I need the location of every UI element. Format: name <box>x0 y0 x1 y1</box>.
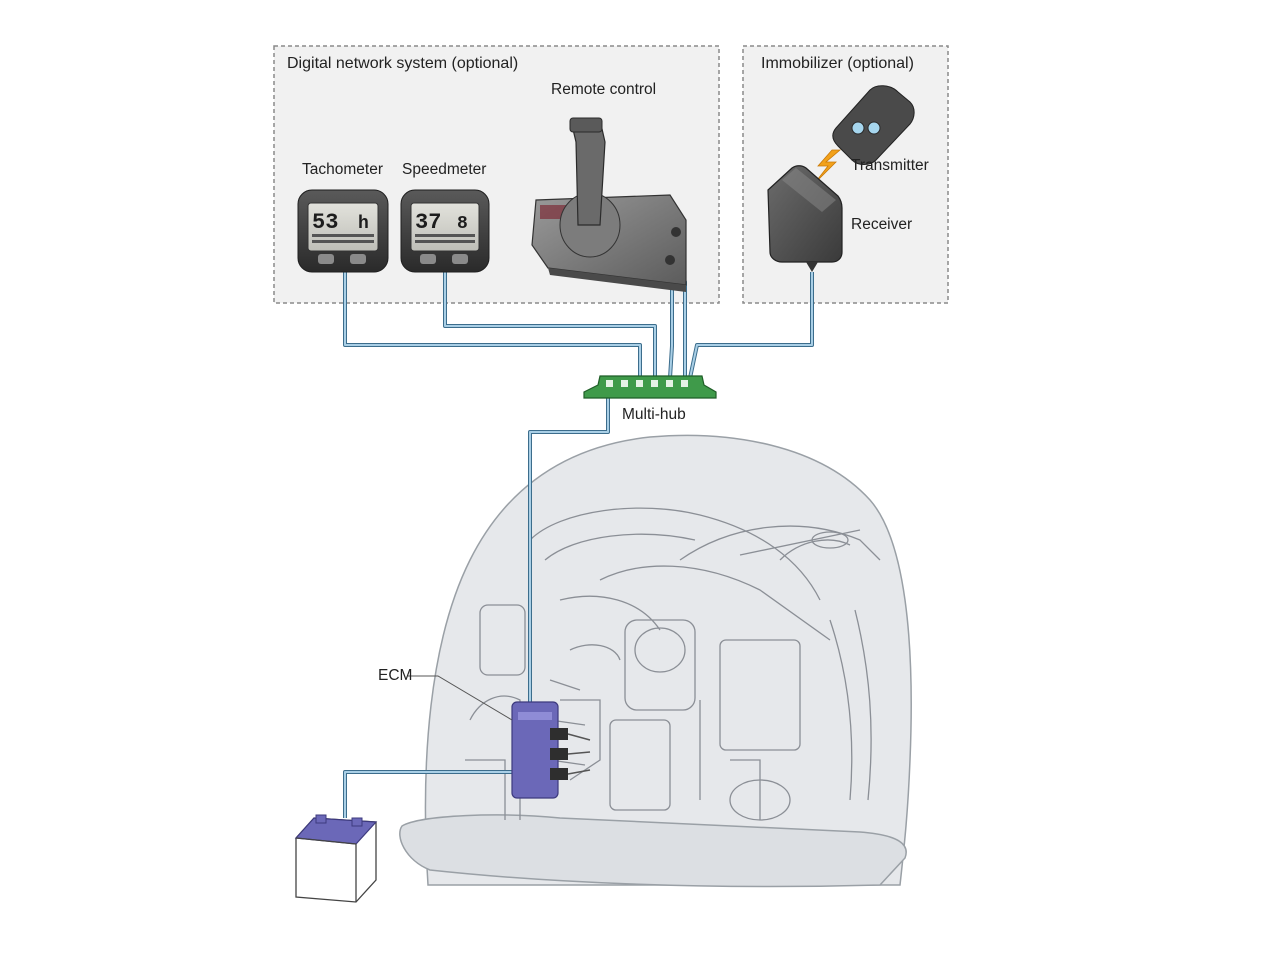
battery <box>294 814 378 903</box>
outboard-engine <box>399 434 912 888</box>
tachometer-display-unit: h <box>358 214 369 234</box>
multi-hub-connector <box>583 375 717 399</box>
transmitter-key-fob <box>832 85 915 165</box>
tachometer-label: Tachometer <box>302 161 383 178</box>
tachometer-display-value: 53 <box>312 210 338 235</box>
ecm-module <box>511 701 591 799</box>
ecm-label: ECM <box>378 667 413 684</box>
digital-network-panel-title: Digital network system (optional) <box>287 55 519 72</box>
speedmeter-display-value: 37 <box>415 210 441 235</box>
receiver-label: Receiver <box>851 216 913 233</box>
wireless-signal-icon <box>813 149 842 185</box>
speedmeter-display-decimal: 8 <box>457 214 468 234</box>
tachometer-gauge: 53 h <box>297 189 389 273</box>
speedmeter-gauge: 37 8 <box>400 189 490 273</box>
ecm-leader-line <box>408 675 513 721</box>
remote-control-label: Remote control <box>551 81 657 98</box>
receiver-unit <box>767 165 843 272</box>
transmitter-label: Transmitter <box>851 157 929 174</box>
remote-control-unit <box>531 117 687 292</box>
speedmeter-label: Speedmeter <box>402 161 487 178</box>
multi-hub-label: Multi-hub <box>622 406 686 423</box>
network-cables <box>343 268 814 818</box>
immobilizer-panel-title: Immobilizer (optional) <box>761 55 914 72</box>
